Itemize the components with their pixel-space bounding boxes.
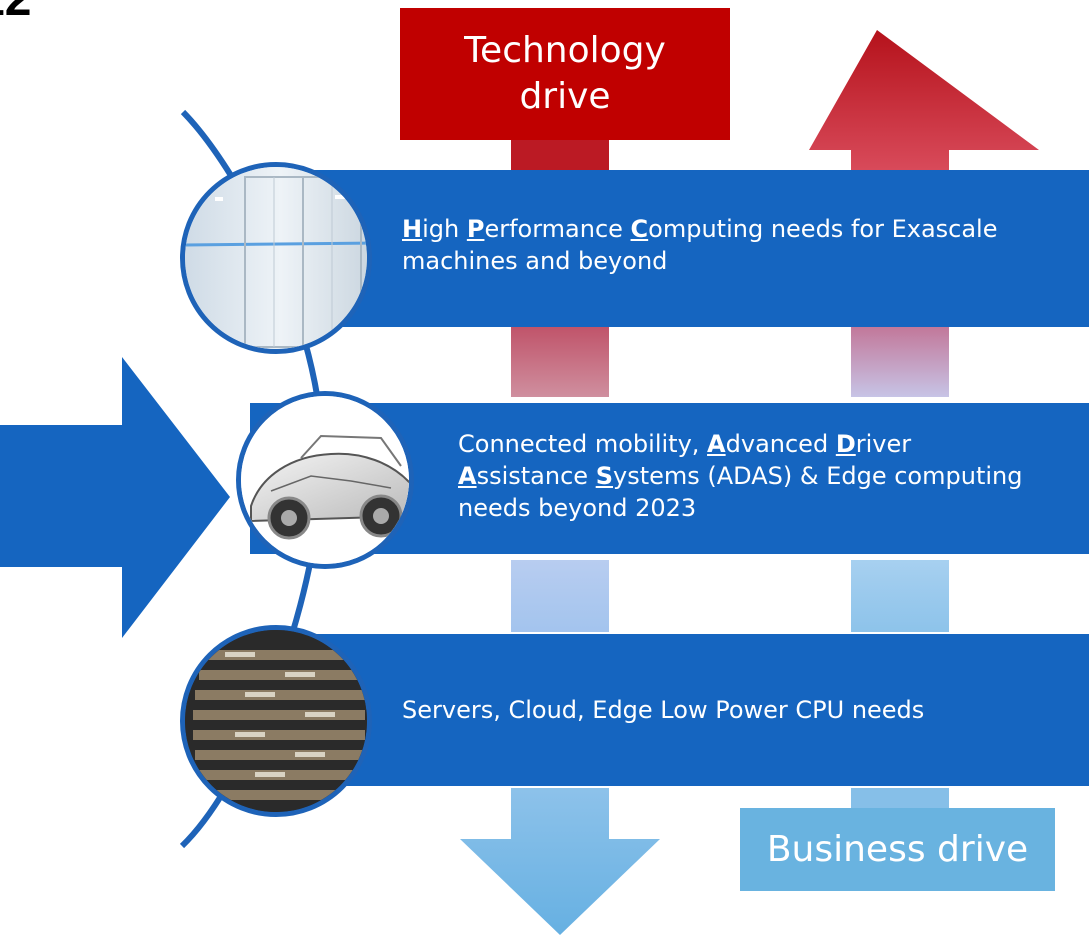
band-mobility-text: Connected mobility, Advanced Driver Assi…	[458, 428, 1088, 524]
car-cutaway-illustration	[241, 396, 409, 564]
band-hpc-line1: High Performance Computing needs for Exa…	[402, 215, 998, 243]
left-arrow	[0, 357, 230, 638]
band-servers: Servers, Cloud, Edge Low Power CPU needs	[250, 634, 1089, 786]
business-drive-label: Business drive	[740, 808, 1055, 891]
band-mobility-line3: needs beyond 2023	[458, 494, 697, 522]
technology-label-line1: Technology	[464, 30, 666, 71]
page-number: 12	[0, 0, 31, 27]
tech-square-1	[511, 327, 609, 397]
band-hpc: High Performance Computing needs for Exa…	[250, 170, 1089, 327]
band-servers-text: Servers, Cloud, Edge Low Power CPU needs	[402, 696, 925, 724]
server-racks-illustration	[185, 630, 367, 812]
business-square-2	[851, 560, 949, 632]
up-arrow	[809, 30, 1039, 170]
band-hpc-text: High Performance Computing needs for Exa…	[402, 213, 1082, 277]
server-racks-image	[180, 625, 372, 817]
band-mobility-line2: Assistance Systems (ADAS) & Edge computi…	[458, 462, 1023, 490]
band-mobility-line1: Connected mobility, Advanced Driver	[458, 430, 912, 458]
datacenter-image	[180, 162, 372, 354]
tech-square-2	[851, 327, 949, 397]
technology-label-line2: drive	[519, 76, 611, 117]
business-stem-2	[851, 788, 949, 808]
tech-stem-1	[511, 140, 609, 170]
technology-drive-label: Technology drive	[400, 8, 730, 140]
car-image	[236, 391, 414, 569]
down-arrow	[460, 788, 660, 935]
datacenter-illustration	[185, 167, 367, 349]
business-square-1	[511, 560, 609, 632]
band-hpc-line2: machines and beyond	[402, 247, 668, 275]
